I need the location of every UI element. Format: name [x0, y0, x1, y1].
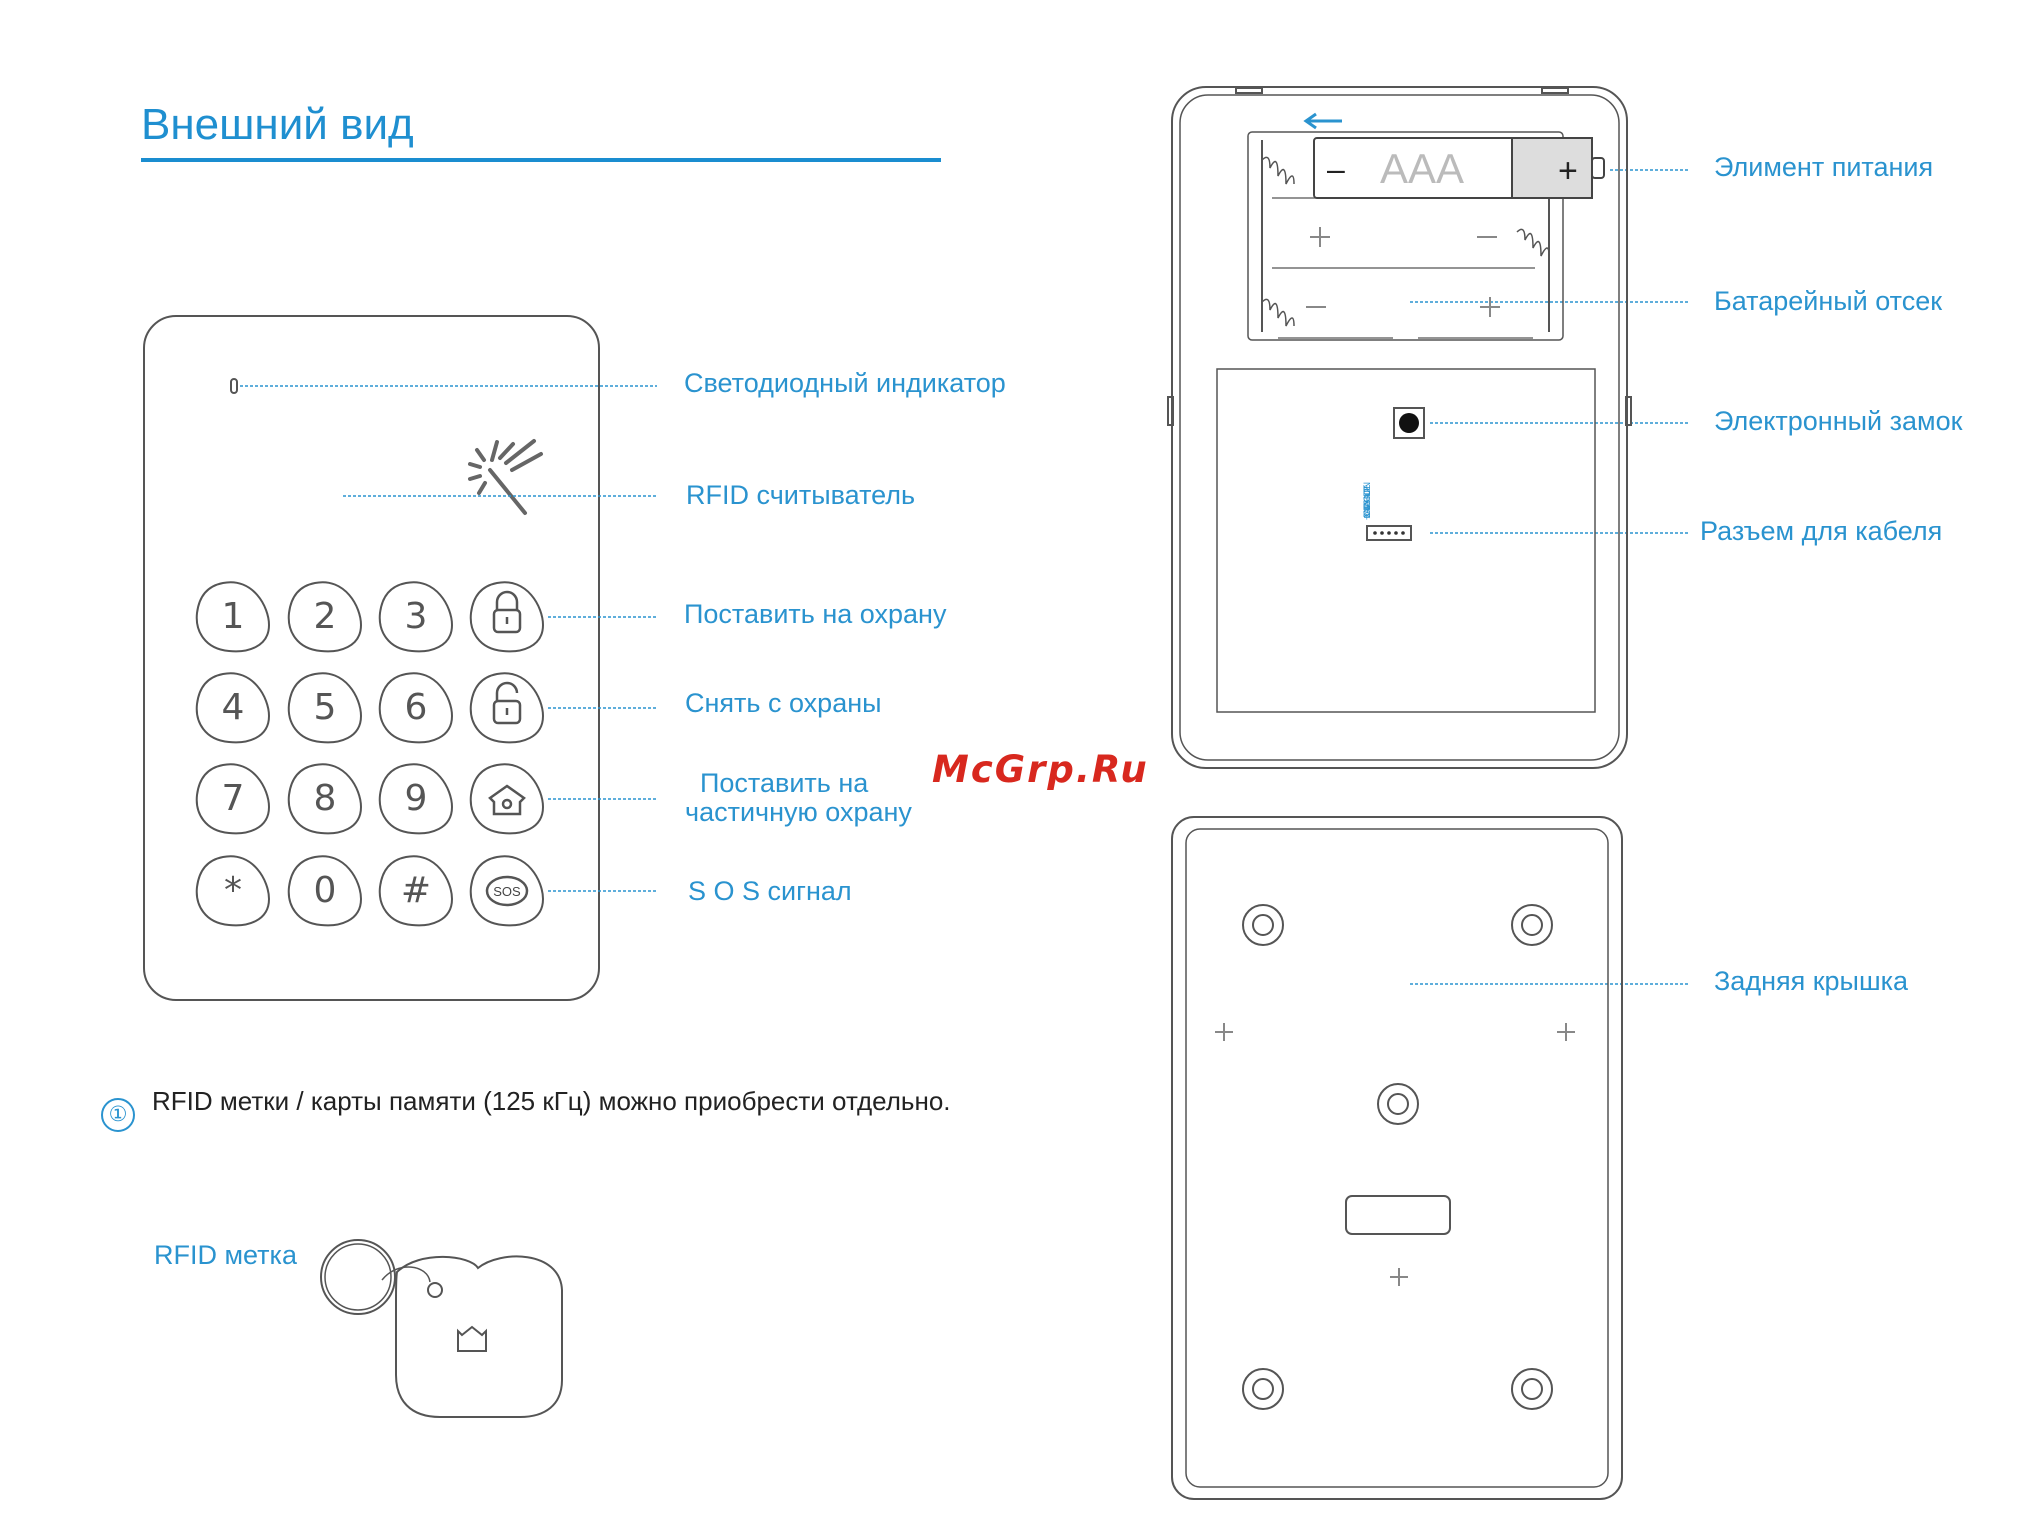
label-battery-compartment: Батарейный отсек	[1714, 286, 1943, 316]
tag-logo-icon	[457, 1325, 487, 1352]
label-partial-line1: Поставить на	[700, 768, 869, 798]
keypad-key-label: 5	[313, 687, 337, 728]
label-sos: S O S сигнал	[688, 876, 852, 906]
battery-compartment	[1247, 131, 1564, 341]
keypad-key-label: 2	[313, 596, 337, 637]
note-text: RFID метки / карты памяти (125 кГц) можн…	[152, 1086, 951, 1116]
info-number-icon: ①	[101, 1098, 135, 1132]
function-key	[469, 855, 545, 927]
label-back-cover: Задняя крышка	[1714, 966, 1909, 996]
page-title: Внешний вид	[141, 100, 414, 149]
label-battery: Элимент питания	[1714, 152, 1934, 182]
rfid-reader-icon	[468, 439, 543, 515]
function-key	[469, 581, 545, 653]
keypad-key	[378, 855, 454, 927]
label-rfid-reader: RFID считыватель	[686, 480, 916, 510]
back-cover-body	[1171, 816, 1623, 1500]
label-partial-line2: частичную охрану	[685, 797, 912, 827]
keypad-key-label: 0	[313, 870, 337, 911]
keypad-key	[195, 581, 271, 653]
keypad-key-label: 8	[313, 778, 337, 819]
label-cable-connector: Разъем для кабеля	[1700, 516, 1943, 546]
label-arm: Поставить на охрану	[684, 599, 947, 629]
keypad-key-label: *	[224, 870, 242, 911]
label-led: Светодиодный индикатор	[684, 368, 1006, 398]
keypad-key	[378, 763, 454, 835]
watermark: McGrp.Ru	[932, 748, 1149, 791]
back-open-body	[1171, 86, 1628, 769]
keypad-key	[378, 581, 454, 653]
keypad-key-label: 1	[221, 596, 245, 637]
led-indicator	[230, 378, 238, 394]
screw-holes	[1242, 904, 1553, 1410]
mount-slot	[1345, 1195, 1451, 1235]
keypad-key-label: 3	[404, 596, 428, 637]
keypad-key-label: 6	[404, 687, 428, 728]
keypad-key-label: #	[400, 870, 432, 911]
keypad-key-label: 9	[404, 778, 428, 819]
keypad-key-label: 4	[221, 687, 245, 728]
function-key	[469, 763, 545, 835]
title-underline	[141, 158, 941, 162]
keypad-key	[195, 672, 271, 744]
battery-type: AAA	[1380, 145, 1464, 192]
keypad-key	[287, 763, 363, 835]
keypad-key	[287, 672, 363, 744]
circuit-board	[1216, 368, 1596, 713]
keypad-key	[287, 581, 363, 653]
arrow-left-icon	[1303, 112, 1342, 130]
keypad-key	[195, 763, 271, 835]
label-disarm: Снять с охраны	[685, 688, 882, 718]
connector-pins: +12V GND FLASH GND OPEN	[1362, 482, 1372, 520]
label-rfid-tag: RFID метка	[154, 1240, 297, 1270]
keypad-key-label: 7	[221, 778, 245, 819]
battery-minus: –	[1327, 151, 1345, 187]
label-electronic-lock: Электронный замок	[1714, 406, 1963, 436]
keypad-key	[378, 672, 454, 744]
keypad-key	[287, 855, 363, 927]
keypad-key	[195, 855, 271, 927]
rfid-tag-drawing	[320, 1239, 563, 1418]
battery-plus: +	[1558, 152, 1578, 190]
keypad-body	[143, 315, 600, 1001]
function-key	[469, 672, 545, 744]
